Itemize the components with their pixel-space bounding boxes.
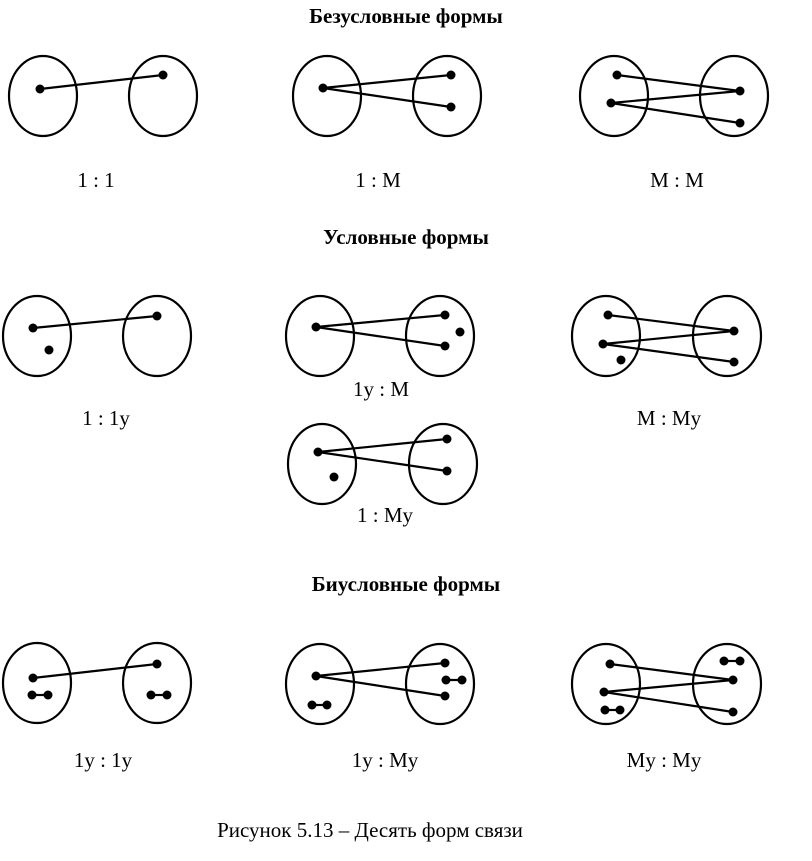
diagram-1-1u xyxy=(1,294,193,378)
label-1-mu: 1 : Mу xyxy=(356,503,413,527)
diagram-m-mu xyxy=(570,294,763,378)
figure-caption: Рисунок 5.13 – Десять форм связи xyxy=(217,818,523,842)
label-1u-mu: 1у : Mу xyxy=(351,748,419,772)
diagram-1u-m xyxy=(284,294,476,378)
heading-conditional: Условные формы xyxy=(323,225,489,249)
diagram-1-mu xyxy=(286,422,479,506)
label-1-1: 1 : 1 xyxy=(77,168,115,192)
diagram-mu-mu xyxy=(570,642,763,726)
diagram-1-m xyxy=(291,54,483,138)
diagram-1u-mu xyxy=(284,642,476,726)
label-m-m: M : M xyxy=(650,168,704,192)
label-1u-1u: 1у : 1у xyxy=(73,748,133,772)
label-1-1u: 1 : 1у xyxy=(82,406,130,430)
label-mu-mu: Mу : Mу xyxy=(626,748,702,772)
label-1u-m: 1у : M xyxy=(352,377,409,401)
label-1-m: 1 : M xyxy=(355,168,401,192)
label-m-mu: M : Mу xyxy=(636,406,702,430)
heading-biconditional: Биусловные формы xyxy=(311,572,501,596)
diagram-m-m xyxy=(578,54,770,138)
heading-unconditional: Безусловные формы xyxy=(309,4,503,28)
diagram-1-1 xyxy=(7,54,199,138)
diagram-1u-1u xyxy=(1,641,193,725)
